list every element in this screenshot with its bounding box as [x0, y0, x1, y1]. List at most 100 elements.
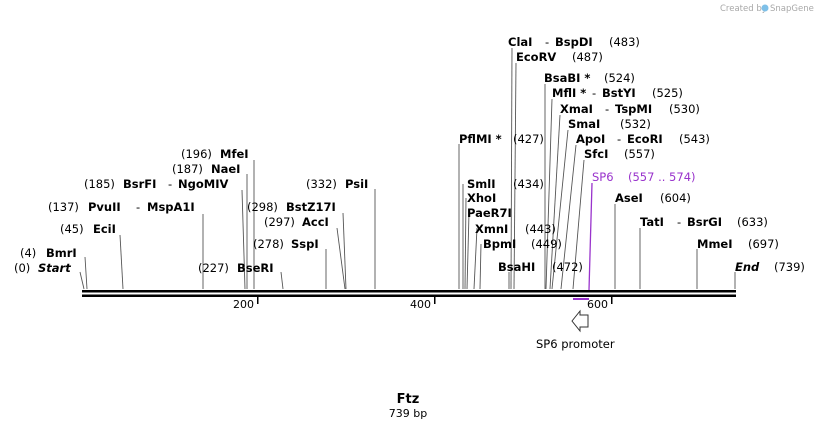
snapgene-branding: Created by SnapGene [720, 4, 814, 14]
connector-bsrfi [241, 189, 246, 290]
connector-bseri [280, 271, 284, 290]
site-end-pos: (739) [774, 260, 805, 274]
primer-sp6-name: SP6 [592, 170, 614, 184]
connector-clai [510, 47, 513, 290]
site-mfli-pos: (525) [652, 86, 683, 100]
snapgene-logo-icon [761, 4, 769, 12]
primer-sp6-bar[interactable] [573, 298, 589, 300]
connector-paer7i [466, 212, 470, 290]
sequence-length: 739 bp [389, 407, 427, 420]
site-bstyi-name[interactable]: BstYI [602, 86, 636, 100]
site-xhoi-name[interactable]: XhoI [467, 191, 496, 205]
site-bsahi-name[interactable]: BsaHI [498, 260, 535, 274]
site-connectors [79, 47, 736, 290]
connector-bmri [84, 256, 88, 290]
site-smli-name[interactable]: SmlI [467, 177, 496, 191]
dna-backbone [82, 290, 736, 297]
connector-xmai [549, 114, 561, 290]
site-smai-name[interactable]: SmaI [568, 117, 600, 131]
site-xmni-name[interactable]: XmnI [475, 222, 508, 236]
site-bmri-name[interactable]: BmrI [46, 246, 77, 260]
site-bseri-name[interactable]: BseRI [237, 261, 274, 275]
site-bsrfi-name[interactable]: BsrFI [123, 177, 156, 191]
site-mfli-name[interactable]: MflI * [552, 86, 586, 100]
sequence-name: Ftz [397, 392, 420, 407]
site-naei-name[interactable]: NaeI [211, 162, 240, 176]
site-pvuii-pos: (137) [48, 200, 79, 214]
site-bseri-pos: (227) [198, 261, 229, 275]
sequence-title: Ftz 739 bp [389, 392, 427, 420]
site-tati-sep: - [677, 215, 681, 229]
connector-smai [551, 129, 569, 290]
site-bsabi-name[interactable]: BsaBI * [544, 71, 590, 85]
connector-apoi [560, 144, 577, 290]
created-by-text: Created by [720, 4, 767, 14]
site-mfei-pos: (196) [181, 147, 212, 161]
site-pflmi-name[interactable]: PflMI * [459, 132, 502, 146]
site-clai-pos: (483) [609, 35, 640, 49]
ruler-label-600: 600 [587, 298, 608, 311]
connector-xmni [473, 227, 478, 290]
site-asei-name[interactable]: AseI [615, 191, 643, 205]
site-tati-name[interactable]: TatI [640, 215, 664, 229]
connector-acci [336, 227, 346, 290]
site-bstz17i-name[interactable]: BstZ17I [286, 200, 336, 214]
site-sspi-name[interactable]: SspI [291, 237, 319, 251]
site-psii-name[interactable]: PsiI [345, 177, 368, 191]
connector-bstz17i [342, 212, 347, 290]
site-naei-pos: (187) [172, 162, 203, 176]
feature-sp6-promoter[interactable]: SP6 promoter [536, 309, 615, 351]
site-mspa1i-name[interactable]: MspA1I [147, 200, 195, 214]
site-clai-name[interactable]: ClaI [508, 35, 532, 49]
site-xmai-name[interactable]: XmaI [560, 102, 593, 116]
connector-ecii [119, 234, 124, 290]
site-mfei-name[interactable]: MfeI [220, 147, 249, 161]
site-bspdi-name[interactable]: BspDI [555, 35, 593, 49]
site-ecori-name[interactable]: EcoRI [627, 132, 663, 146]
site-acci-pos: (297) [264, 215, 295, 229]
site-paer7i-name[interactable]: PaeR7I [467, 206, 512, 220]
site-pvuii-name[interactable]: PvuII [88, 200, 121, 214]
site-bpmi-pos: (449) [531, 237, 562, 251]
site-bsrfi-pos: (185) [84, 177, 115, 191]
site-bmri-pos: (4) [20, 246, 36, 260]
backbone-top-strand [82, 290, 736, 293]
site-xmni-pos: (443) [525, 222, 556, 236]
connector-start [79, 271, 85, 290]
backbone-bottom-strand [82, 294, 736, 297]
site-mmei-name[interactable]: MmeI [697, 237, 733, 251]
site-mmei-pos: (697) [748, 237, 779, 251]
ruler-label-400: 400 [410, 298, 431, 311]
site-bstz17i-pos: (298) [247, 200, 278, 214]
site-xmai-sep: - [605, 102, 609, 116]
site-ecii-name[interactable]: EciI [93, 222, 116, 236]
connector-ecorv [513, 62, 517, 290]
primer-sp6-range: (557 .. 574) [628, 170, 696, 184]
site-ecorv-name[interactable]: EcoRV [516, 50, 556, 64]
promoter-arrow-icon[interactable] [571, 309, 589, 333]
site-bsrgi-name[interactable]: BsrGI [687, 215, 722, 229]
site-bpmi-name[interactable]: BpmI [483, 237, 516, 251]
site-start-pos: (0) [14, 261, 30, 275]
ruler-tick-200 [257, 297, 259, 304]
connector-sfci [572, 159, 585, 290]
site-xmai-pos: (530) [669, 102, 700, 116]
site-sfci-name[interactable]: SfcI [584, 147, 608, 161]
site-sspi-pos: (278) [253, 237, 284, 251]
site-ngomiv-name[interactable]: NgoMIV [178, 177, 228, 191]
primer-sp6-connector [588, 182, 593, 291]
site-sfci-pos: (557) [624, 147, 655, 161]
site-apoi-sep: - [617, 132, 621, 146]
site-clai-sep: - [545, 35, 549, 49]
snapgene-name: SnapGene [770, 4, 814, 14]
site-acci-name[interactable]: AccI [302, 215, 329, 229]
site-apoi-name[interactable]: ApoI [576, 132, 605, 146]
connector-xhoi [464, 197, 467, 290]
connector-bpmi [479, 243, 482, 290]
ruler-tick-400 [434, 297, 436, 304]
primer-sp6[interactable]: SP6 (557 .. 574) [573, 170, 696, 300]
ruler-tick-600 [611, 297, 613, 304]
site-pflmi-pos: (427) [513, 132, 544, 146]
site-tspmi-name[interactable]: TspMI [615, 102, 652, 116]
